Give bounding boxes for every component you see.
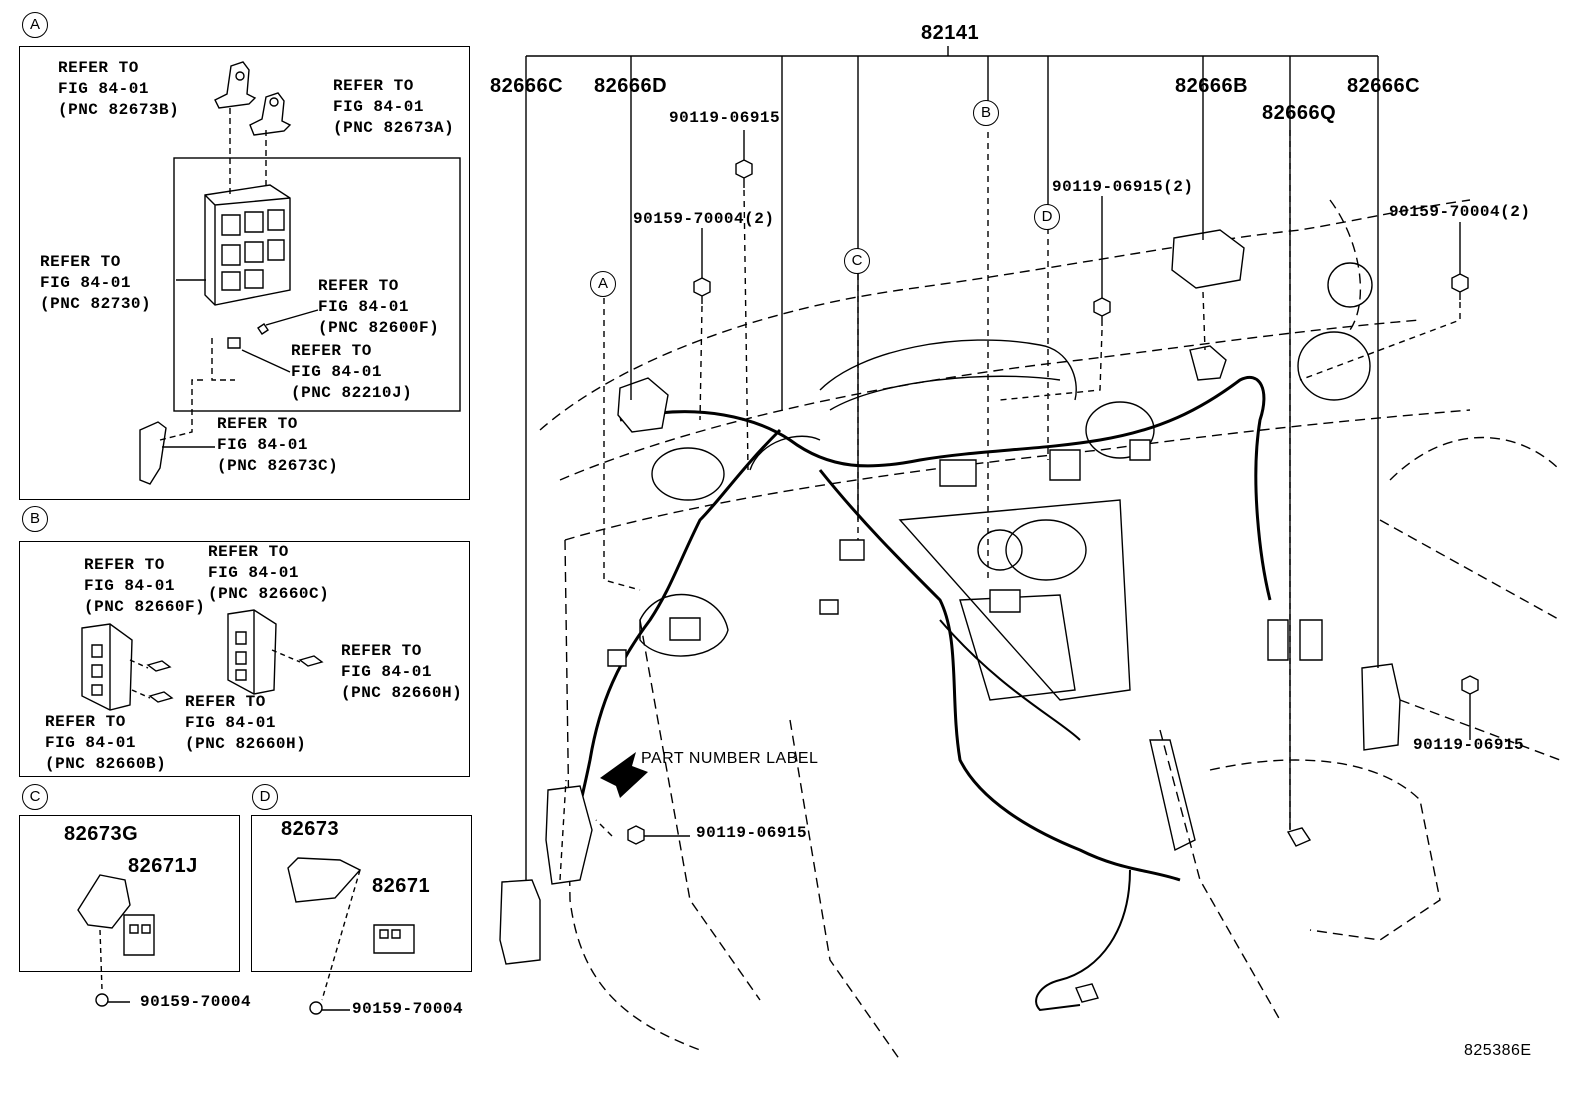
panel-a-drawing bbox=[139, 61, 461, 485]
main-marker-d: D bbox=[1034, 204, 1060, 230]
dashboard-outline bbox=[499, 46, 1561, 1061]
part-82673g: 82673G bbox=[64, 823, 139, 845]
ref-pnc-82210j: REFER TO FIG 84-01 (PNC 82210J) bbox=[291, 342, 413, 402]
panel-b-drawing bbox=[81, 609, 324, 711]
bolt-90119-06915-right: 90119-06915 bbox=[1413, 736, 1525, 754]
panel-c-frame bbox=[19, 815, 240, 972]
ref-pnc-82660b: REFER TO FIG 84-01 (PNC 82660B) bbox=[45, 713, 167, 773]
ref-pnc-82660f: REFER TO FIG 84-01 (PNC 82660F) bbox=[84, 556, 206, 616]
part-82671j: 82671J bbox=[128, 855, 198, 877]
part-82673: 82673 bbox=[281, 818, 340, 840]
cover-82666c-left: 82666C bbox=[490, 75, 564, 97]
part-number-label-callout: PART NUMBER LABEL bbox=[641, 750, 819, 767]
ref-pnc-82660h-right: REFER TO FIG 84-01 (PNC 82660H) bbox=[341, 642, 463, 702]
cover-82666q: 82666Q bbox=[1262, 102, 1337, 124]
panel-c-drawing bbox=[77, 874, 155, 1007]
bolt-90159-70004-d: 90159-70004 bbox=[352, 1000, 464, 1018]
bolt-90159-70004-2-left: 90159-70004(2) bbox=[633, 210, 775, 228]
ref-pnc-82660c: REFER TO FIG 84-01 (PNC 82660C) bbox=[208, 543, 330, 603]
ref-pnc-82673a: REFER TO FIG 84-01 (PNC 82673A) bbox=[333, 77, 455, 137]
figure-id: 825386E bbox=[1464, 1042, 1532, 1059]
ref-pnc-82600f: REFER TO FIG 84-01 (PNC 82600F) bbox=[318, 277, 440, 337]
bolt-90119-06915-top: 90119-06915 bbox=[669, 109, 781, 127]
cover-82666c-right: 82666C bbox=[1347, 75, 1421, 97]
bolt-90119-06915-2: 90119-06915(2) bbox=[1052, 178, 1194, 196]
main-marker-a: A bbox=[590, 271, 616, 297]
panel-a-frame bbox=[19, 46, 470, 500]
section-marker-a: A bbox=[22, 12, 48, 38]
main-marker-c: C bbox=[844, 248, 870, 274]
cover-82666b: 82666B bbox=[1175, 75, 1249, 97]
panel-d-drawing bbox=[287, 857, 415, 1015]
ref-pnc-82673c: REFER TO FIG 84-01 (PNC 82673C) bbox=[217, 415, 339, 475]
bolt-90159-70004-c: 90159-70004 bbox=[140, 993, 252, 1011]
ref-pnc-82660h-mid: REFER TO FIG 84-01 (PNC 82660H) bbox=[185, 693, 307, 753]
harness-82141: 82141 bbox=[921, 22, 980, 44]
main-marker-b: B bbox=[973, 100, 999, 126]
ref-pnc-82730: REFER TO FIG 84-01 (PNC 82730) bbox=[40, 253, 152, 313]
bolt-90119-06915-bottom: 90119-06915 bbox=[696, 824, 808, 842]
ref-pnc-82673b: REFER TO FIG 84-01 (PNC 82673B) bbox=[58, 59, 180, 119]
bolt-90159-70004-2-right: 90159-70004(2) bbox=[1389, 203, 1531, 221]
cover-82666d: 82666D bbox=[594, 75, 668, 97]
part-82671: 82671 bbox=[372, 875, 431, 897]
panel-b-frame bbox=[19, 541, 470, 777]
panel-d-frame bbox=[251, 815, 472, 972]
section-marker-d: D bbox=[252, 784, 278, 810]
section-marker-c: C bbox=[22, 784, 48, 810]
section-marker-b: B bbox=[22, 506, 48, 532]
